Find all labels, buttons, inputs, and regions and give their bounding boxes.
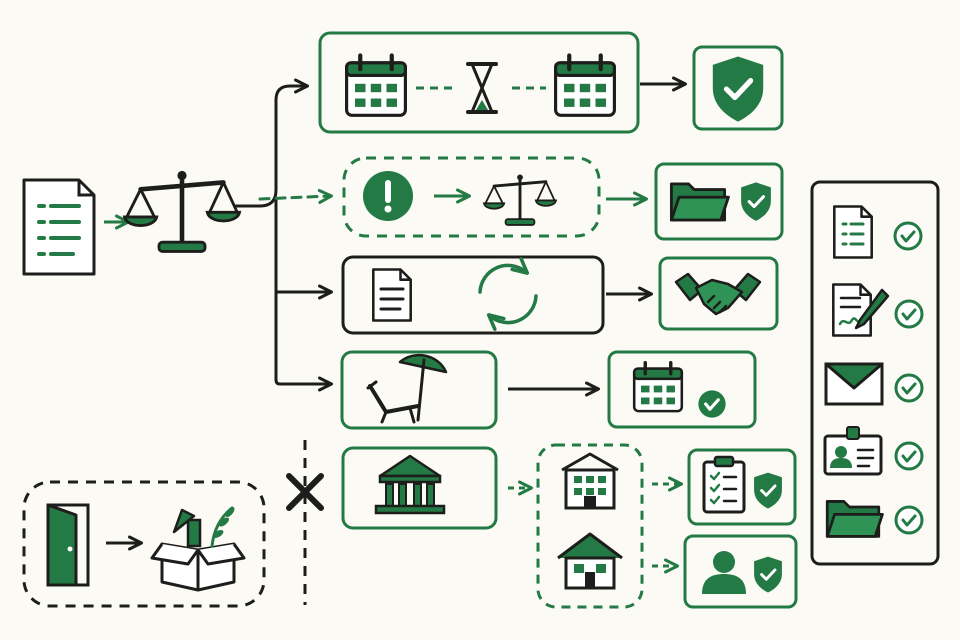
document-icon	[372, 268, 412, 322]
calendar-icon	[556, 55, 615, 115]
cross-icon	[286, 473, 324, 511]
hourglass-icon	[466, 62, 498, 114]
source-document-icon	[22, 178, 96, 276]
bank-icon	[374, 454, 446, 515]
shield-check-icon	[713, 57, 763, 122]
institution-result-box-1	[687, 448, 797, 526]
document-renewal-box	[341, 255, 605, 335]
calendar-icon	[347, 55, 406, 115]
checklist-item	[833, 205, 923, 259]
house-icon	[557, 532, 623, 590]
id-badge-icon	[823, 426, 883, 476]
shield-check-icon	[752, 471, 784, 511]
checklist-item	[823, 426, 924, 476]
waiting-period-box	[318, 31, 640, 134]
checklist-item	[825, 500, 924, 538]
folder-icon	[825, 500, 884, 538]
handshake-icon	[674, 272, 762, 316]
waiting-period-result-box	[692, 45, 784, 131]
check-circle-icon	[893, 221, 923, 251]
office-building-icon	[561, 452, 619, 510]
checklist-panel	[810, 180, 940, 566]
institution-box	[341, 446, 498, 530]
signed-contract-icon	[832, 283, 890, 337]
folder-icon	[669, 182, 730, 222]
document-icon	[833, 205, 873, 259]
institution-result-box-2	[683, 534, 798, 609]
moving-box-icon	[150, 506, 246, 592]
check-circle-icon	[696, 388, 728, 420]
check-circle-icon	[894, 299, 924, 329]
calendar-icon	[632, 360, 684, 413]
checklist-item	[824, 362, 924, 406]
shield-check-icon	[752, 555, 784, 595]
warning-review-result-box	[654, 162, 784, 241]
warning-review-box	[342, 156, 601, 238]
institution-options-box	[536, 443, 644, 609]
person-icon	[702, 551, 746, 594]
check-circle-icon	[894, 441, 924, 471]
check-circle-icon	[894, 373, 924, 403]
exclamation-icon	[363, 171, 413, 221]
cycle-arrows-icon	[478, 257, 538, 331]
scales-icon	[125, 171, 240, 252]
clipboard-checklist-icon	[702, 455, 746, 514]
exit-box	[22, 480, 266, 608]
branch-connectors	[234, 78, 333, 392]
door-icon	[46, 503, 90, 587]
shield-check-icon	[739, 180, 773, 223]
vacation-result-box	[607, 350, 757, 429]
scales-icon	[482, 173, 558, 227]
document-renewal-result-box	[658, 256, 779, 331]
envelope-icon	[824, 362, 884, 406]
check-circle-icon	[894, 505, 924, 535]
beach-chair-umbrella-icon	[366, 353, 448, 424]
checklist-item	[832, 283, 924, 337]
vacation-box	[340, 350, 498, 430]
